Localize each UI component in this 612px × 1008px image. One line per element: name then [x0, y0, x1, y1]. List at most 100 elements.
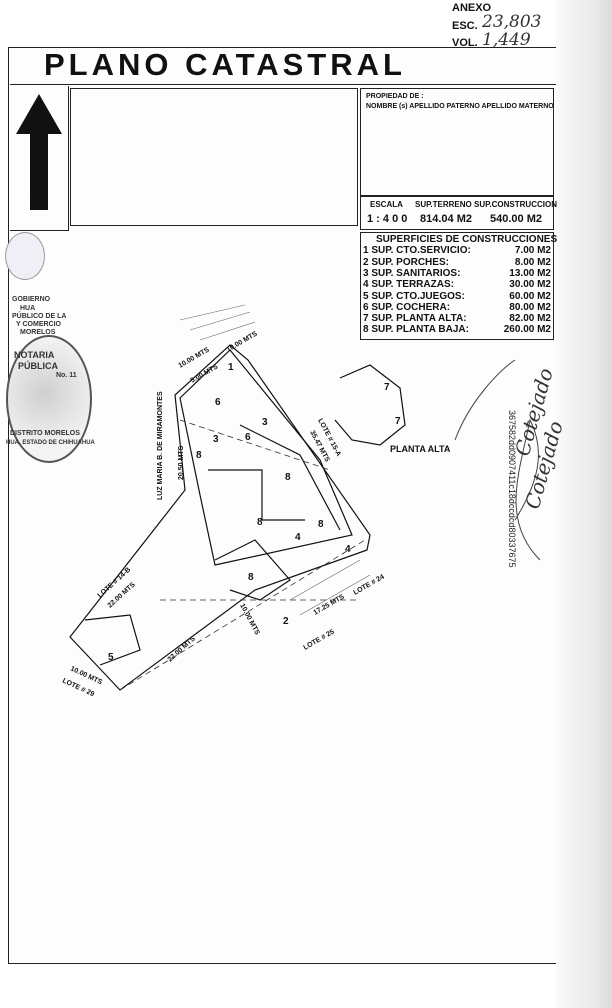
superficie-row: 5 SUP. CTO.JUEGOS: 60.00 M2 [363, 291, 551, 303]
superficie-value: 80.00 M2 [509, 302, 551, 313]
owner-box [360, 88, 554, 196]
registry-seal-icon [5, 232, 45, 280]
hatch-line [289, 559, 361, 601]
notary-seal-icon [6, 335, 92, 463]
notary-seal-text: PÚBLICA [18, 361, 58, 371]
registry-seal-text: HUA [20, 305, 36, 312]
room-label: 5 [108, 652, 114, 663]
north-arrow-icon [16, 94, 62, 210]
notary-seal-text: No. 11 [56, 372, 77, 379]
hatch-line [189, 311, 251, 331]
measure-label: 20.50 MTS [178, 445, 185, 480]
interior-wall [84, 614, 141, 666]
escala-label: ESCALA [370, 200, 403, 209]
superficie-name: 5 SUP. CTO.JUEGOS: [363, 291, 465, 302]
page-edge-shadow [556, 0, 612, 1008]
signature-stroke [514, 418, 541, 561]
room-label: 6 [215, 397, 221, 408]
vol-label: VOL. [452, 37, 478, 49]
superficie-row: 8 SUP. PLANTA BAJA: 260.00 M2 [363, 324, 551, 336]
superficie-name: 6 SUP. COCHERA: [363, 302, 451, 313]
signature-stroke [454, 359, 516, 441]
interior-wall [214, 539, 291, 601]
sup-construccion-label: SUP.CONSTRUCCION [474, 200, 557, 209]
blank-info-box [70, 88, 358, 226]
superficie-name: 3 SUP. SANITARIOS: [363, 268, 461, 279]
room-label: 6 [245, 432, 251, 443]
room-label: 3 [262, 417, 268, 428]
setback-line [179, 419, 331, 471]
superficie-row: 6 SUP. COCHERA: 80.00 M2 [363, 302, 551, 314]
room-label: 8 [248, 572, 254, 583]
room-label: 8 [257, 517, 263, 528]
lot-label: LOTE # 24 [353, 573, 386, 596]
room-label: 3 [213, 434, 219, 445]
sup-terreno-value: 814.04 M2 [420, 213, 472, 225]
colindante-label: LUZ MARIA B. DE MIRAMONTES [157, 391, 164, 500]
room-label: 7 [395, 416, 401, 427]
notary-seal-text: HUA, ESTADO DE CHIHUAHUA [6, 440, 95, 446]
lot-label: LOTE # 25 [303, 628, 336, 651]
owner-label: PROPIEDAD DE : [366, 93, 424, 100]
upper-floor-outline [334, 364, 406, 446]
room-label: 8 [318, 519, 324, 530]
superficie-row: 4 SUP. TERRAZAS: 30.00 M2 [363, 279, 551, 291]
room-label: 2 [283, 616, 289, 627]
superficie-name: 4 SUP. TERRAZAS: [363, 279, 454, 290]
superficie-value: 8.00 M2 [514, 257, 551, 268]
notary-seal-text: DISTRITO MORELOS [10, 430, 80, 437]
page-title: PLANO CATASTRAL [44, 47, 406, 82]
interior-wall [239, 424, 341, 531]
hatch-line [299, 574, 371, 616]
anexo-label: ANEXO [452, 2, 492, 14]
sup-construccion-value: 540.00 M2 [490, 213, 542, 225]
measure-label: 5.00 MTS [190, 363, 220, 384]
superficie-row: 2 SUP. PORCHES: 8.00 M2 [363, 257, 551, 269]
planta-alta-label: PLANTA ALTA [390, 444, 451, 454]
esc-label: ESC. [452, 20, 478, 32]
superficie-name: 1 SUP. CTO.SERVICIO: [363, 245, 471, 256]
esc-handwritten-value: 23,803 [482, 12, 542, 32]
room-label: 8 [196, 450, 202, 461]
interior-wall [208, 469, 305, 521]
superficie-name: 8 SUP. PLANTA BAJA: [363, 324, 469, 335]
owner-name-label: NOMBRE (s) APELLIDO PATERNO APELLIDO MAT… [366, 103, 554, 110]
registry-seal-text: PÚBLICO DE LA [12, 313, 67, 320]
house-footprint [179, 349, 353, 566]
superficie-name: 7 SUP. PLANTA ALTA: [363, 313, 467, 324]
registry-seal-text: GOBIERNO [12, 296, 51, 303]
registry-seal-text: MORELOS [20, 329, 56, 336]
superficie-row: 1 SUP. CTO.SERVICIO: 7.00 M2 [363, 245, 551, 257]
vol-handwritten-value: 1,449 [482, 30, 531, 50]
escala-value: 1 : 4 0 0 [367, 213, 408, 225]
north-box [10, 86, 69, 231]
scale-box [360, 196, 554, 230]
measure-label: 10.00 MTS [226, 330, 259, 353]
registry-seal-text: Y COMERCIO [16, 321, 61, 328]
superficie-row: 7 SUP. PLANTA ALTA: 82.00 M2 [363, 313, 551, 325]
setback-line [119, 539, 366, 691]
document-sheet [8, 47, 558, 964]
superficie-value: 7.00 M2 [514, 245, 551, 256]
notary-seal-text: NOTARIA [14, 350, 55, 360]
measure-label: 10.00 MTS [238, 603, 260, 637]
hatch-line [179, 304, 246, 321]
superficie-value: 13.00 M2 [509, 268, 551, 279]
superficie-row: 3 SUP. SANITARIOS: 13.00 M2 [363, 268, 551, 280]
room-label: 4 [345, 544, 351, 555]
superficie-value: 60.00 M2 [509, 291, 551, 302]
superficie-name: 2 SUP. PORCHES: [363, 257, 449, 268]
sup-terreno-label: SUP.TERRENO [415, 200, 472, 209]
superficie-value: 30.00 M2 [509, 279, 551, 290]
superficie-value: 82.00 M2 [509, 313, 551, 324]
room-label: 7 [384, 382, 390, 393]
room-label: 8 [285, 472, 291, 483]
room-label: 4 [295, 532, 301, 543]
room-label: 1 [228, 362, 234, 373]
hatch-line [199, 321, 256, 341]
superficie-value: 260.00 M2 [503, 324, 551, 335]
measure-label: 22.00 MTS [167, 635, 197, 663]
superficies-box [360, 232, 554, 340]
title-bar [10, 47, 556, 85]
